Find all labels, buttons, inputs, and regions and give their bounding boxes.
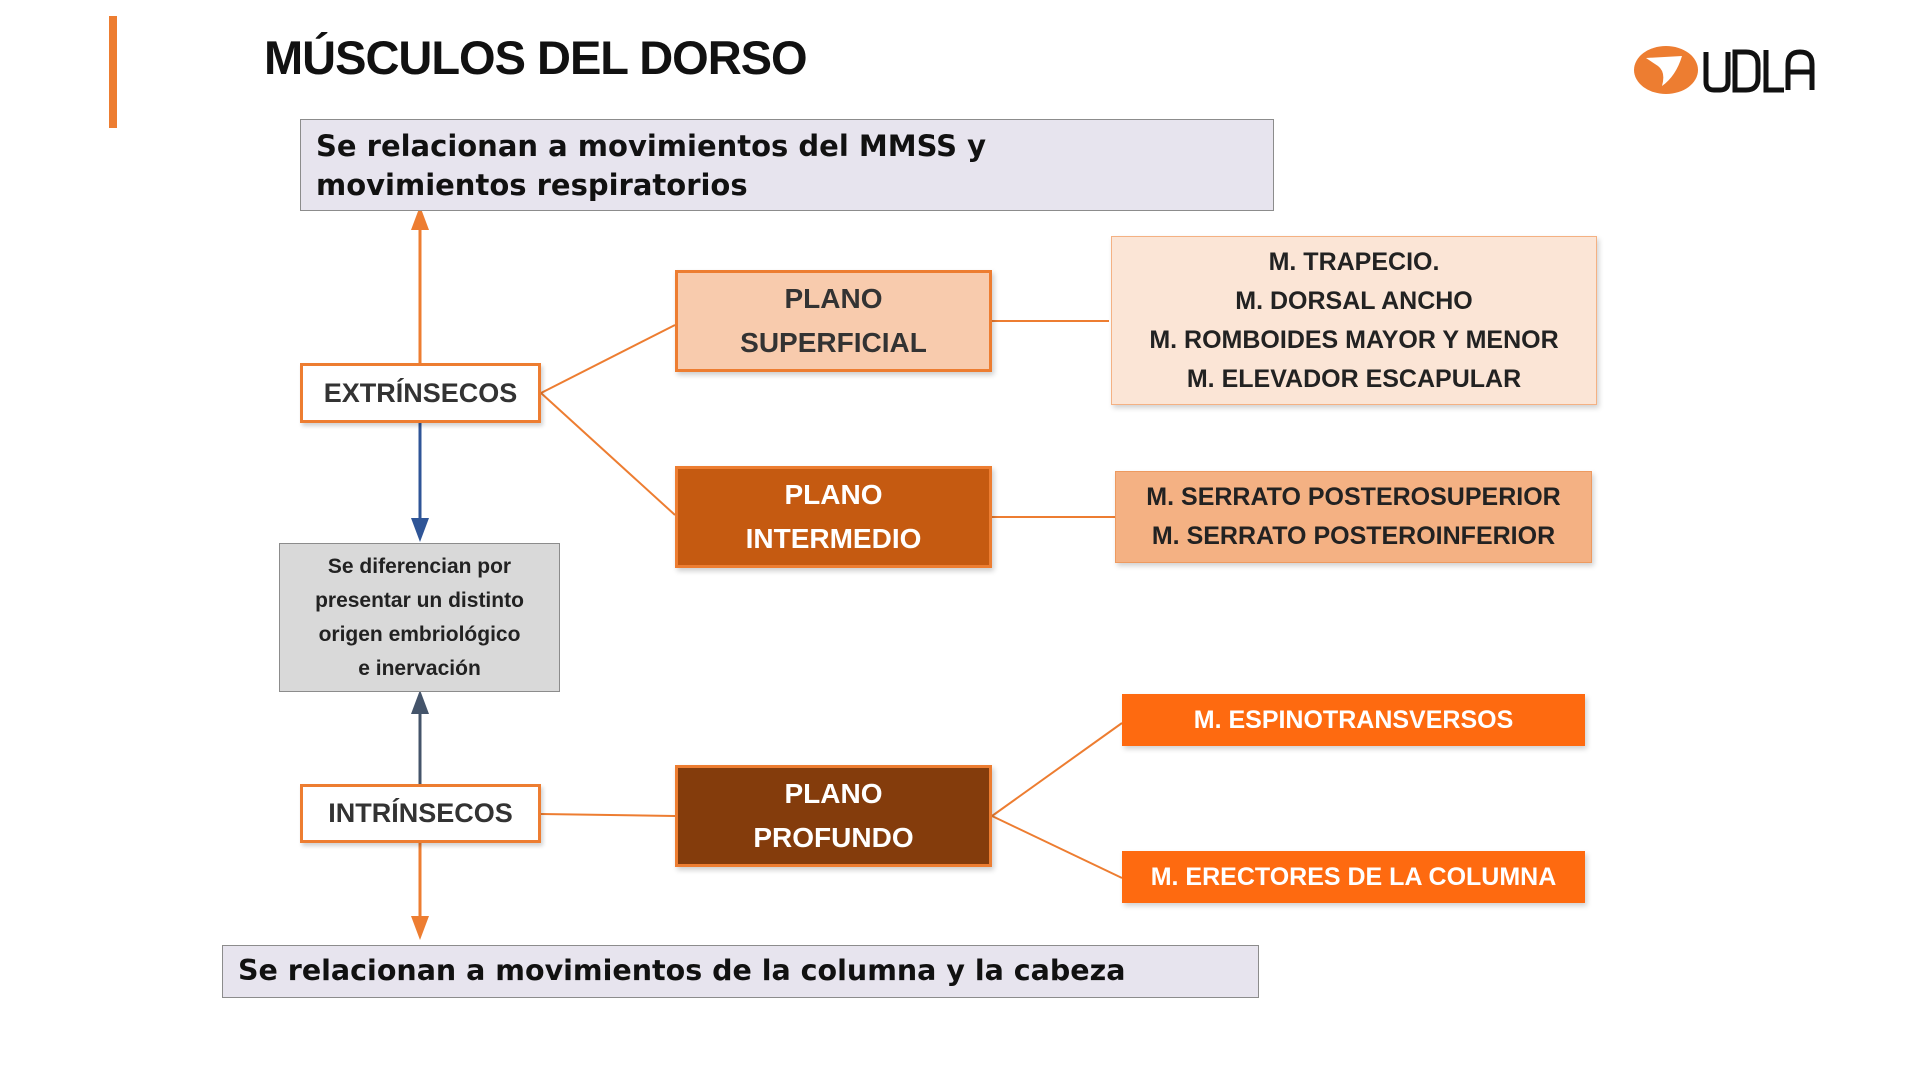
muscle-item: M. SERRATO POSTEROSUPERIOR: [1146, 483, 1561, 511]
bottom-note: Se relacionan a movimientos de la column…: [222, 945, 1259, 998]
espinotransversos-box: M. ESPINOTRANSVERSOS: [1122, 694, 1585, 746]
extrinsic-box: EXTRÍNSECOS: [300, 363, 541, 423]
intrinsic-box: INTRÍNSECOS: [300, 784, 541, 843]
difference-line: presentar un distinto: [315, 588, 524, 612]
udla-logo-icon: [1634, 46, 1815, 94]
plane-label: PLANO: [784, 778, 883, 809]
plane-deep: PLANO PROFUNDO: [675, 765, 992, 867]
difference-line: origen embriológico: [318, 622, 521, 646]
line-deep-espinotransversos: [991, 722, 1123, 817]
difference-line: Se diferencian por: [327, 554, 512, 578]
muscle-item: M. ELEVADOR ESCAPULAR: [1186, 364, 1522, 393]
intermediate-muscles-box: M. SERRATO POSTEROSUPERIOR M. SERRATO PO…: [1115, 471, 1592, 563]
plane-label: PROFUNDO: [753, 822, 914, 853]
page-title: MÚSCULOS DEL DORSO: [264, 31, 808, 84]
top-note-line2: movimientos respiratorios: [316, 168, 748, 202]
muscle-item: M. SERRATO POSTEROINFERIOR: [1151, 522, 1556, 550]
plane-label: INTERMEDIO: [745, 523, 922, 554]
line-extrinsic-superficial: [540, 324, 676, 394]
line-extrinsic-intermediate: [540, 392, 676, 516]
muscle-item: M. DORSAL ANCHO: [1235, 286, 1473, 315]
top-note: Se relacionan a movimientos del MMSS y m…: [300, 119, 1274, 211]
muscle-item: M. ROMBOIDES MAYOR Y MENOR: [1149, 325, 1559, 354]
erectores-box: M. ERECTORES DE LA COLUMNA: [1122, 851, 1585, 903]
plane-intermediate: PLANO INTERMEDIO: [675, 466, 992, 568]
udla-logo: [1632, 40, 1832, 100]
line-deep-erectores: [991, 815, 1123, 879]
muscle-item: M. TRAPECIO.: [1268, 247, 1440, 276]
top-note-line1: Se relacionan a movimientos del MMSS y: [316, 129, 987, 163]
difference-line: e inervación: [358, 656, 481, 680]
superficial-muscles-box: M. TRAPECIO. M. DORSAL ANCHO M. ROMBOIDE…: [1111, 236, 1597, 405]
plane-label: PLANO: [784, 479, 883, 510]
plane-label: PLANO: [784, 283, 883, 314]
plane-superficial: PLANO SUPERFICIAL: [675, 270, 992, 372]
difference-note: Se diferencian por presentar un distinto…: [279, 543, 560, 692]
accent-bar: [109, 16, 117, 128]
plane-label: SUPERFICIAL: [740, 327, 927, 358]
line-intrinsic-deep: [540, 813, 676, 817]
